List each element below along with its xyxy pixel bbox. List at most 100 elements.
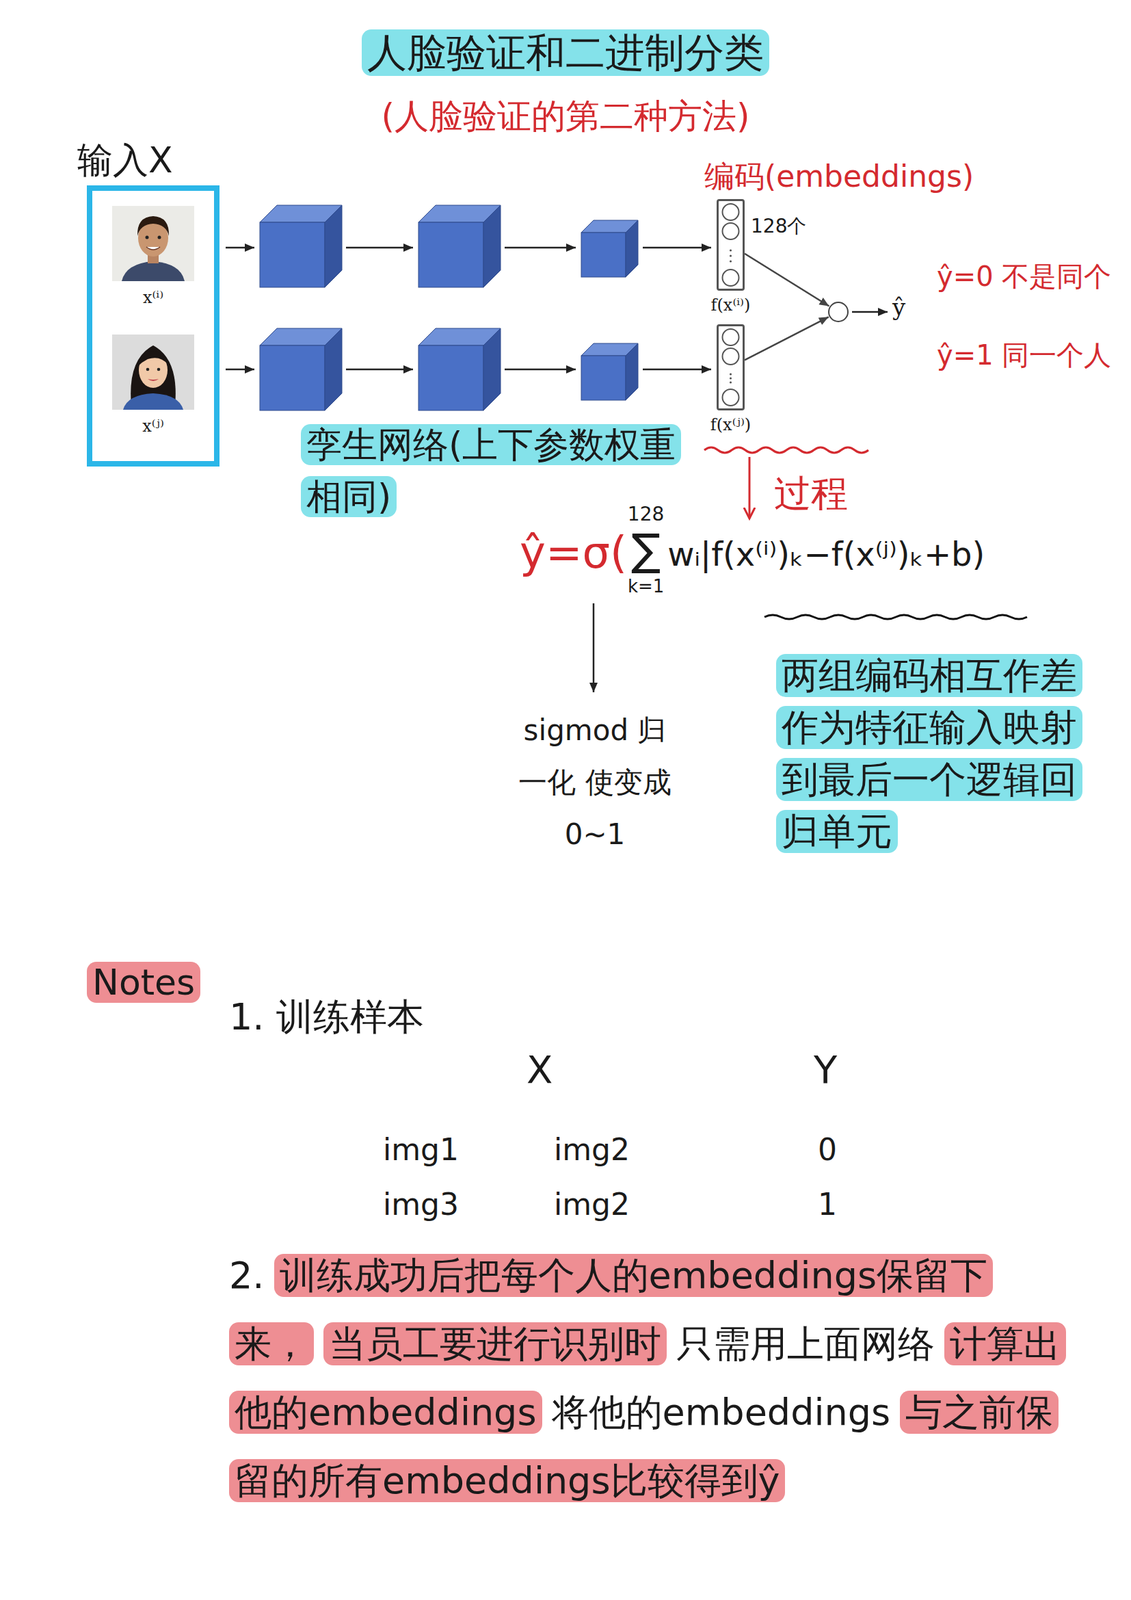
conv-cube xyxy=(581,343,638,401)
wavy-underline xyxy=(764,614,1028,619)
drawing-rect xyxy=(112,334,195,410)
table-cell: img2 xyxy=(553,1186,630,1222)
highlight-note: 两组编码相互作差 作为特征输入映射 到最后一个逻辑回 归单元 xyxy=(776,653,1083,853)
conv-cube xyxy=(418,205,501,288)
face-picture xyxy=(112,334,195,410)
note-text: 2. xyxy=(229,1253,265,1297)
drawing-circle xyxy=(729,380,732,383)
caption-text: x⁽ʲ⁾ xyxy=(142,416,165,436)
drawing-circle xyxy=(729,372,732,375)
label-box: ŷ=0 不是同个 xyxy=(936,259,1112,293)
drawing-circle xyxy=(722,203,740,221)
note-text: 当员工要进行识别时 xyxy=(323,1321,667,1365)
drawing-circle xyxy=(722,269,740,286)
table-cell: img3 xyxy=(382,1186,459,1222)
drawing-circle xyxy=(157,235,162,240)
face-photo: x⁽ʲ⁾ xyxy=(101,331,205,455)
embedding-vector: f(x⁽ʲ⁾) xyxy=(716,324,745,411)
sum-symbol: ∑ xyxy=(631,524,661,576)
flow-arrow xyxy=(852,311,888,314)
red-arrow xyxy=(748,456,751,519)
label-box: img2 xyxy=(553,1186,630,1223)
drawing-circle xyxy=(157,367,161,372)
table-header: X xyxy=(526,1046,553,1092)
conv-cube xyxy=(259,328,342,411)
drawing-circle xyxy=(729,376,732,379)
face-photo: x⁽ⁱ⁾ xyxy=(101,203,205,325)
output-neuron: ŷ xyxy=(828,301,849,323)
output-text: ŷ xyxy=(892,293,906,321)
label-box: img1 xyxy=(382,1131,459,1168)
table-header: Y xyxy=(813,1046,837,1092)
label-box: Notes xyxy=(86,960,201,1004)
flow-arrow xyxy=(346,246,414,249)
drawing-circle xyxy=(146,367,150,372)
note-item: 1. 训练样本 xyxy=(229,994,424,1039)
table-cell: 0 xyxy=(817,1131,837,1167)
drawing-circle xyxy=(722,328,740,346)
drawing-circle xyxy=(722,389,740,406)
label-box: 过程 xyxy=(774,471,848,517)
heading-text: 输入X xyxy=(77,139,174,181)
photo-caption: x⁽ⁱ⁾ xyxy=(101,287,205,308)
caption-text: f(x⁽ⁱ⁾) xyxy=(711,295,751,315)
label-box: 1 xyxy=(817,1186,837,1223)
label-box: ŷ=1 同一个人 xyxy=(936,338,1112,372)
photo-caption: x⁽ʲ⁾ xyxy=(101,416,205,437)
flow-arrow xyxy=(225,368,255,371)
title-text: 人脸验证和二进制分类 xyxy=(361,29,770,76)
drawing-circle xyxy=(145,235,150,240)
face-picture xyxy=(112,205,195,282)
caption-text: x⁽ⁱ⁾ xyxy=(142,287,164,308)
drawing-path xyxy=(146,246,161,250)
drawing-path xyxy=(147,378,159,381)
label-box: 128 xyxy=(627,504,664,524)
label-box: img3 xyxy=(382,1186,459,1223)
drawing-path xyxy=(137,216,169,236)
table-cell: img2 xyxy=(553,1131,630,1167)
label-box: ŷ=σ( xyxy=(519,526,628,580)
embedding-vector: f(x⁽ⁱ⁾) xyxy=(716,198,745,291)
note-paragraph: 2.训练成功后把每个人的embeddings保留下来，当员工要进行识别时只需用上… xyxy=(229,1241,1071,1515)
table-cell: 1 xyxy=(817,1186,837,1222)
notes-heading: Notes xyxy=(86,961,201,1003)
drawing-rect xyxy=(112,205,195,282)
connector xyxy=(744,253,829,307)
annotation: ŷ=1 同一个人 xyxy=(936,339,1112,371)
count-note: 128个 xyxy=(750,214,807,238)
conv-cube xyxy=(581,220,638,277)
formula-part: wᵢ|f(x⁽ⁱ⁾)ₖ−f(x⁽ʲ⁾)ₖ+b) xyxy=(667,534,985,574)
drawing-circle xyxy=(722,222,740,240)
drawing-circle xyxy=(729,254,732,257)
annotation: ŷ=0 不是同个 xyxy=(936,260,1112,292)
flow-arrow xyxy=(642,246,712,249)
drawing-circle xyxy=(729,259,732,262)
label-box: wᵢ|f(x⁽ⁱ⁾)ₖ−f(x⁽ʲ⁾)ₖ+b) xyxy=(667,534,985,575)
drawing-path xyxy=(123,393,184,410)
neuron-column xyxy=(718,201,743,289)
flow-arrow xyxy=(504,368,576,371)
formula-part: ŷ=σ( xyxy=(519,527,628,578)
label-box: img2 xyxy=(553,1131,630,1168)
label-box: X xyxy=(526,1046,553,1093)
label-box: k=1 xyxy=(627,577,664,595)
vector-caption: f(x⁽ʲ⁾) xyxy=(710,415,751,435)
caption-text: f(x⁽ʲ⁾) xyxy=(710,415,751,435)
drawing-circle xyxy=(729,248,732,251)
drawing-path xyxy=(121,261,185,282)
drawing-path xyxy=(138,350,169,366)
annotation: 过程 xyxy=(774,471,848,515)
label-box: 1. 训练样本 xyxy=(229,994,424,1040)
flow-arrow xyxy=(642,368,712,371)
flow-arrow xyxy=(504,246,576,249)
sum-limit: 128 xyxy=(627,502,664,526)
label-box: 编码(embeddings) xyxy=(704,158,974,195)
output-label: ŷ xyxy=(892,293,906,322)
drawing-circle xyxy=(722,348,740,365)
note-text: 将他的embeddings xyxy=(551,1390,891,1434)
flow-arrow xyxy=(225,246,255,249)
label-box: 128个 xyxy=(750,214,807,238)
flow-arrows xyxy=(225,247,888,693)
vector-caption: f(x⁽ⁱ⁾) xyxy=(711,295,751,316)
